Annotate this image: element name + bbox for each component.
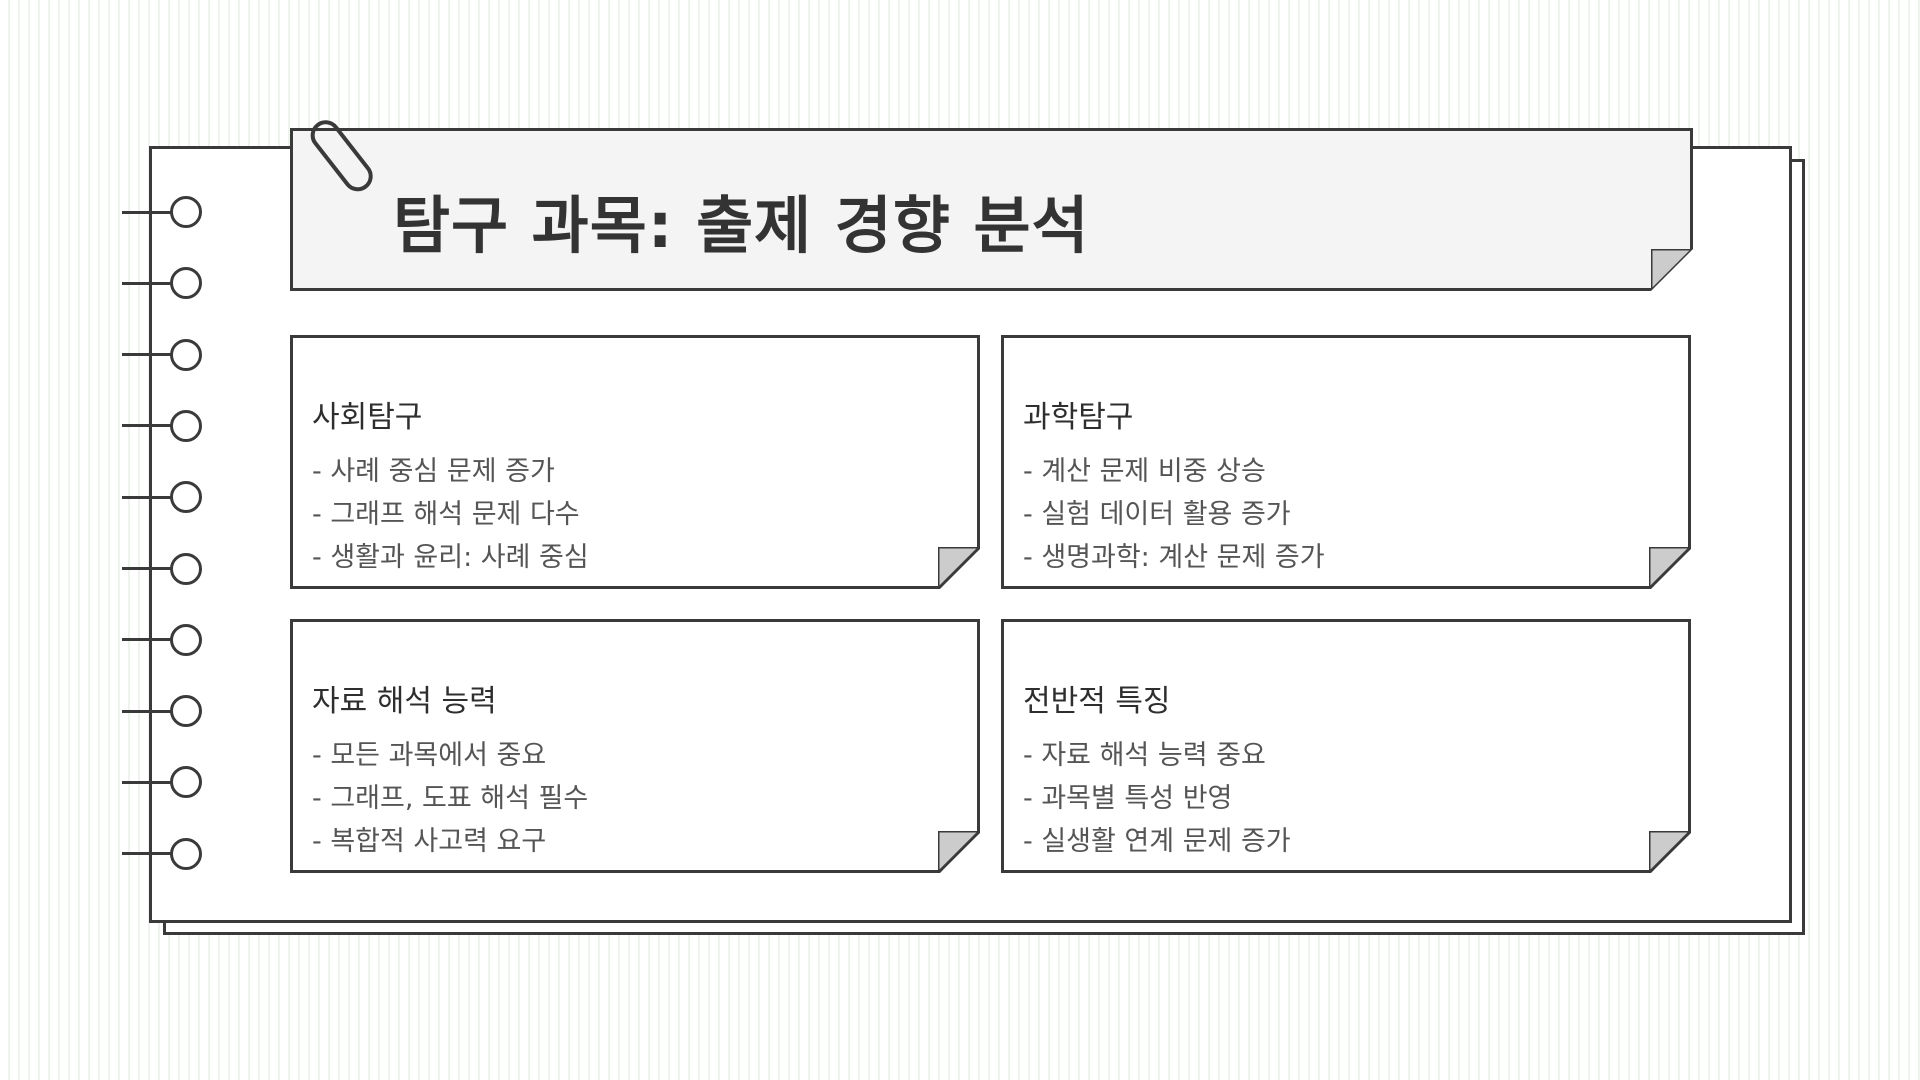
binder-ring-wire [122, 353, 192, 357]
binder-ring-wire [122, 638, 192, 642]
page-fold-icon [938, 831, 980, 873]
binder-ring-icon [170, 409, 202, 442]
card-list: - 자료 해석 능력 중요 - 과목별 특성 반영 - 실생활 연계 문제 증가 [1023, 734, 1291, 863]
list-item: - 자료 해석 능력 중요 [1023, 740, 1266, 771]
page-fold-icon [1649, 831, 1691, 873]
binder-ring-wire [122, 210, 192, 214]
binder-ring-icon [170, 623, 202, 656]
binder-ring-wire [122, 495, 192, 499]
binder-ring-wire [122, 780, 192, 784]
card-overall-features: 전반적 특징 - 자료 해석 능력 중요 - 과목별 특성 반영 - 실생활 연… [1001, 619, 1691, 873]
card-title: 과학탐구 [1023, 400, 1134, 435]
card-list: - 모든 과목에서 중요 - 그래프, 도표 해석 필수 - 복합적 사고력 요… [312, 734, 588, 863]
binder-ring-wire [122, 852, 192, 856]
card-title: 자료 해석 능력 [312, 684, 497, 719]
card-list: - 계산 문제 비중 상승 - 실험 데이터 활용 증가 - 생명과학: 계산 … [1023, 450, 1325, 579]
list-item: - 복합적 사고력 요구 [312, 826, 547, 857]
list-item: - 모든 과목에서 중요 [312, 740, 547, 771]
card-title: 전반적 특징 [1023, 684, 1171, 719]
card-title: 사회탐구 [312, 400, 423, 435]
paperclip-icon [310, 120, 373, 192]
binder-ring-wire [122, 281, 192, 285]
title-panel: 탐구 과목: 출제 경향 분석 [290, 128, 1693, 291]
list-item: - 그래프, 도표 해석 필수 [312, 783, 589, 814]
page-fold-icon [1651, 249, 1693, 291]
binder-ring-wire [122, 567, 192, 570]
card-data-interpretation: 자료 해석 능력 - 모든 과목에서 중요 - 그래프, 도표 해석 필수 - … [290, 619, 980, 873]
binder-ring-wire [122, 424, 192, 428]
binder-ring-icon [170, 196, 202, 228]
binder-ring-wire [122, 709, 192, 713]
list-item: - 생명과학: 계산 문제 증가 [1023, 542, 1325, 573]
page-fold-icon [1649, 547, 1691, 589]
list-item: - 계산 문제 비중 상승 [1023, 456, 1266, 487]
list-item: - 실험 데이터 활용 증가 [1023, 499, 1291, 530]
list-item: - 생활과 윤리: 사례 중심 [312, 542, 589, 573]
list-item: - 그래프 해석 문제 다수 [312, 499, 580, 530]
card-science: 과학탐구 - 계산 문제 비중 상승 - 실험 데이터 활용 증가 - 생명과학… [1001, 335, 1691, 589]
page-fold-icon [938, 547, 980, 589]
binder-ring-icon [170, 338, 202, 371]
binder-ring-icon [170, 695, 202, 728]
list-item: - 실생활 연계 문제 증가 [1023, 826, 1291, 857]
binder-ring-icon [170, 481, 202, 514]
card-social-studies: 사회탐구 - 사례 중심 문제 증가 - 그래프 해석 문제 다수 - 생활과 … [290, 335, 980, 589]
card-list: - 사례 중심 문제 증가 - 그래프 해석 문제 다수 - 생활과 윤리: 사… [312, 450, 589, 579]
binder-ring-icon [170, 267, 202, 300]
binder-ring-icon [170, 837, 202, 870]
binder-ring-icon [170, 766, 202, 799]
list-item: - 사례 중심 문제 증가 [312, 456, 555, 487]
binder-ring-icon [170, 552, 202, 585]
list-item: - 과목별 특성 반영 [1023, 783, 1233, 814]
page-title: 탐구 과목: 출제 경향 분석 [393, 189, 1090, 262]
